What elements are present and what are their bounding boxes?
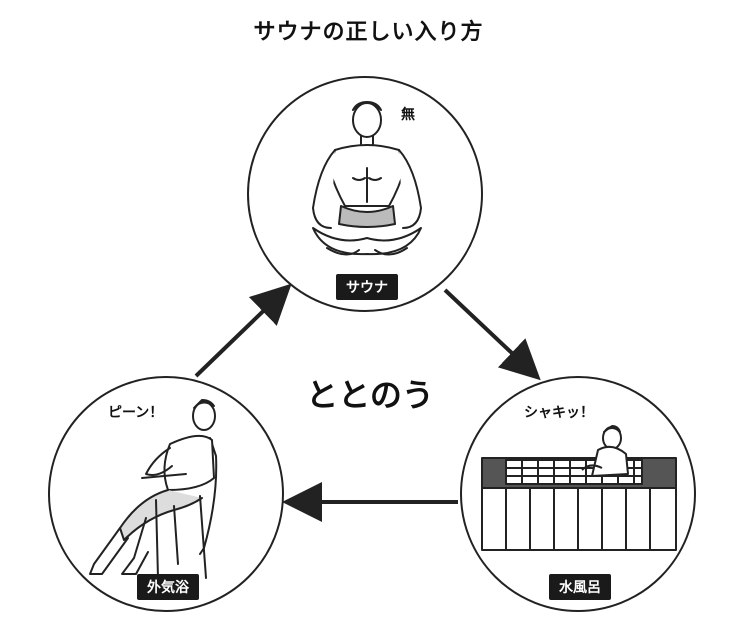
- arrow-sauna-to-water: [443, 288, 541, 381]
- cold-bath-label: 水風呂: [549, 574, 611, 600]
- sauna-node: 無 サウナ: [247, 76, 483, 312]
- outdoor-sound-effect: ピーン！: [108, 405, 164, 421]
- outdoor-rest-node: ピーン！ 外気浴: [48, 376, 284, 612]
- cold-bath-sound-effect: シャキッ！: [524, 405, 594, 421]
- man-in-cold-bath-icon: [481, 425, 677, 551]
- meditating-man-icon: [312, 101, 422, 256]
- diagram-title: サウナの正しい入り方: [253, 20, 484, 45]
- arrow-outdoor-to-sauna: [194, 283, 292, 378]
- relaxing-man-in-chair-icon: [89, 399, 218, 579]
- center-text: ととのう: [306, 376, 434, 414]
- cold-bath-node: シャキッ！ 水風呂: [460, 376, 696, 612]
- sauna-sound-effect: 無: [401, 107, 415, 123]
- sauna-label: サウナ: [336, 274, 398, 300]
- outdoor-label: 外気浴: [137, 574, 199, 600]
